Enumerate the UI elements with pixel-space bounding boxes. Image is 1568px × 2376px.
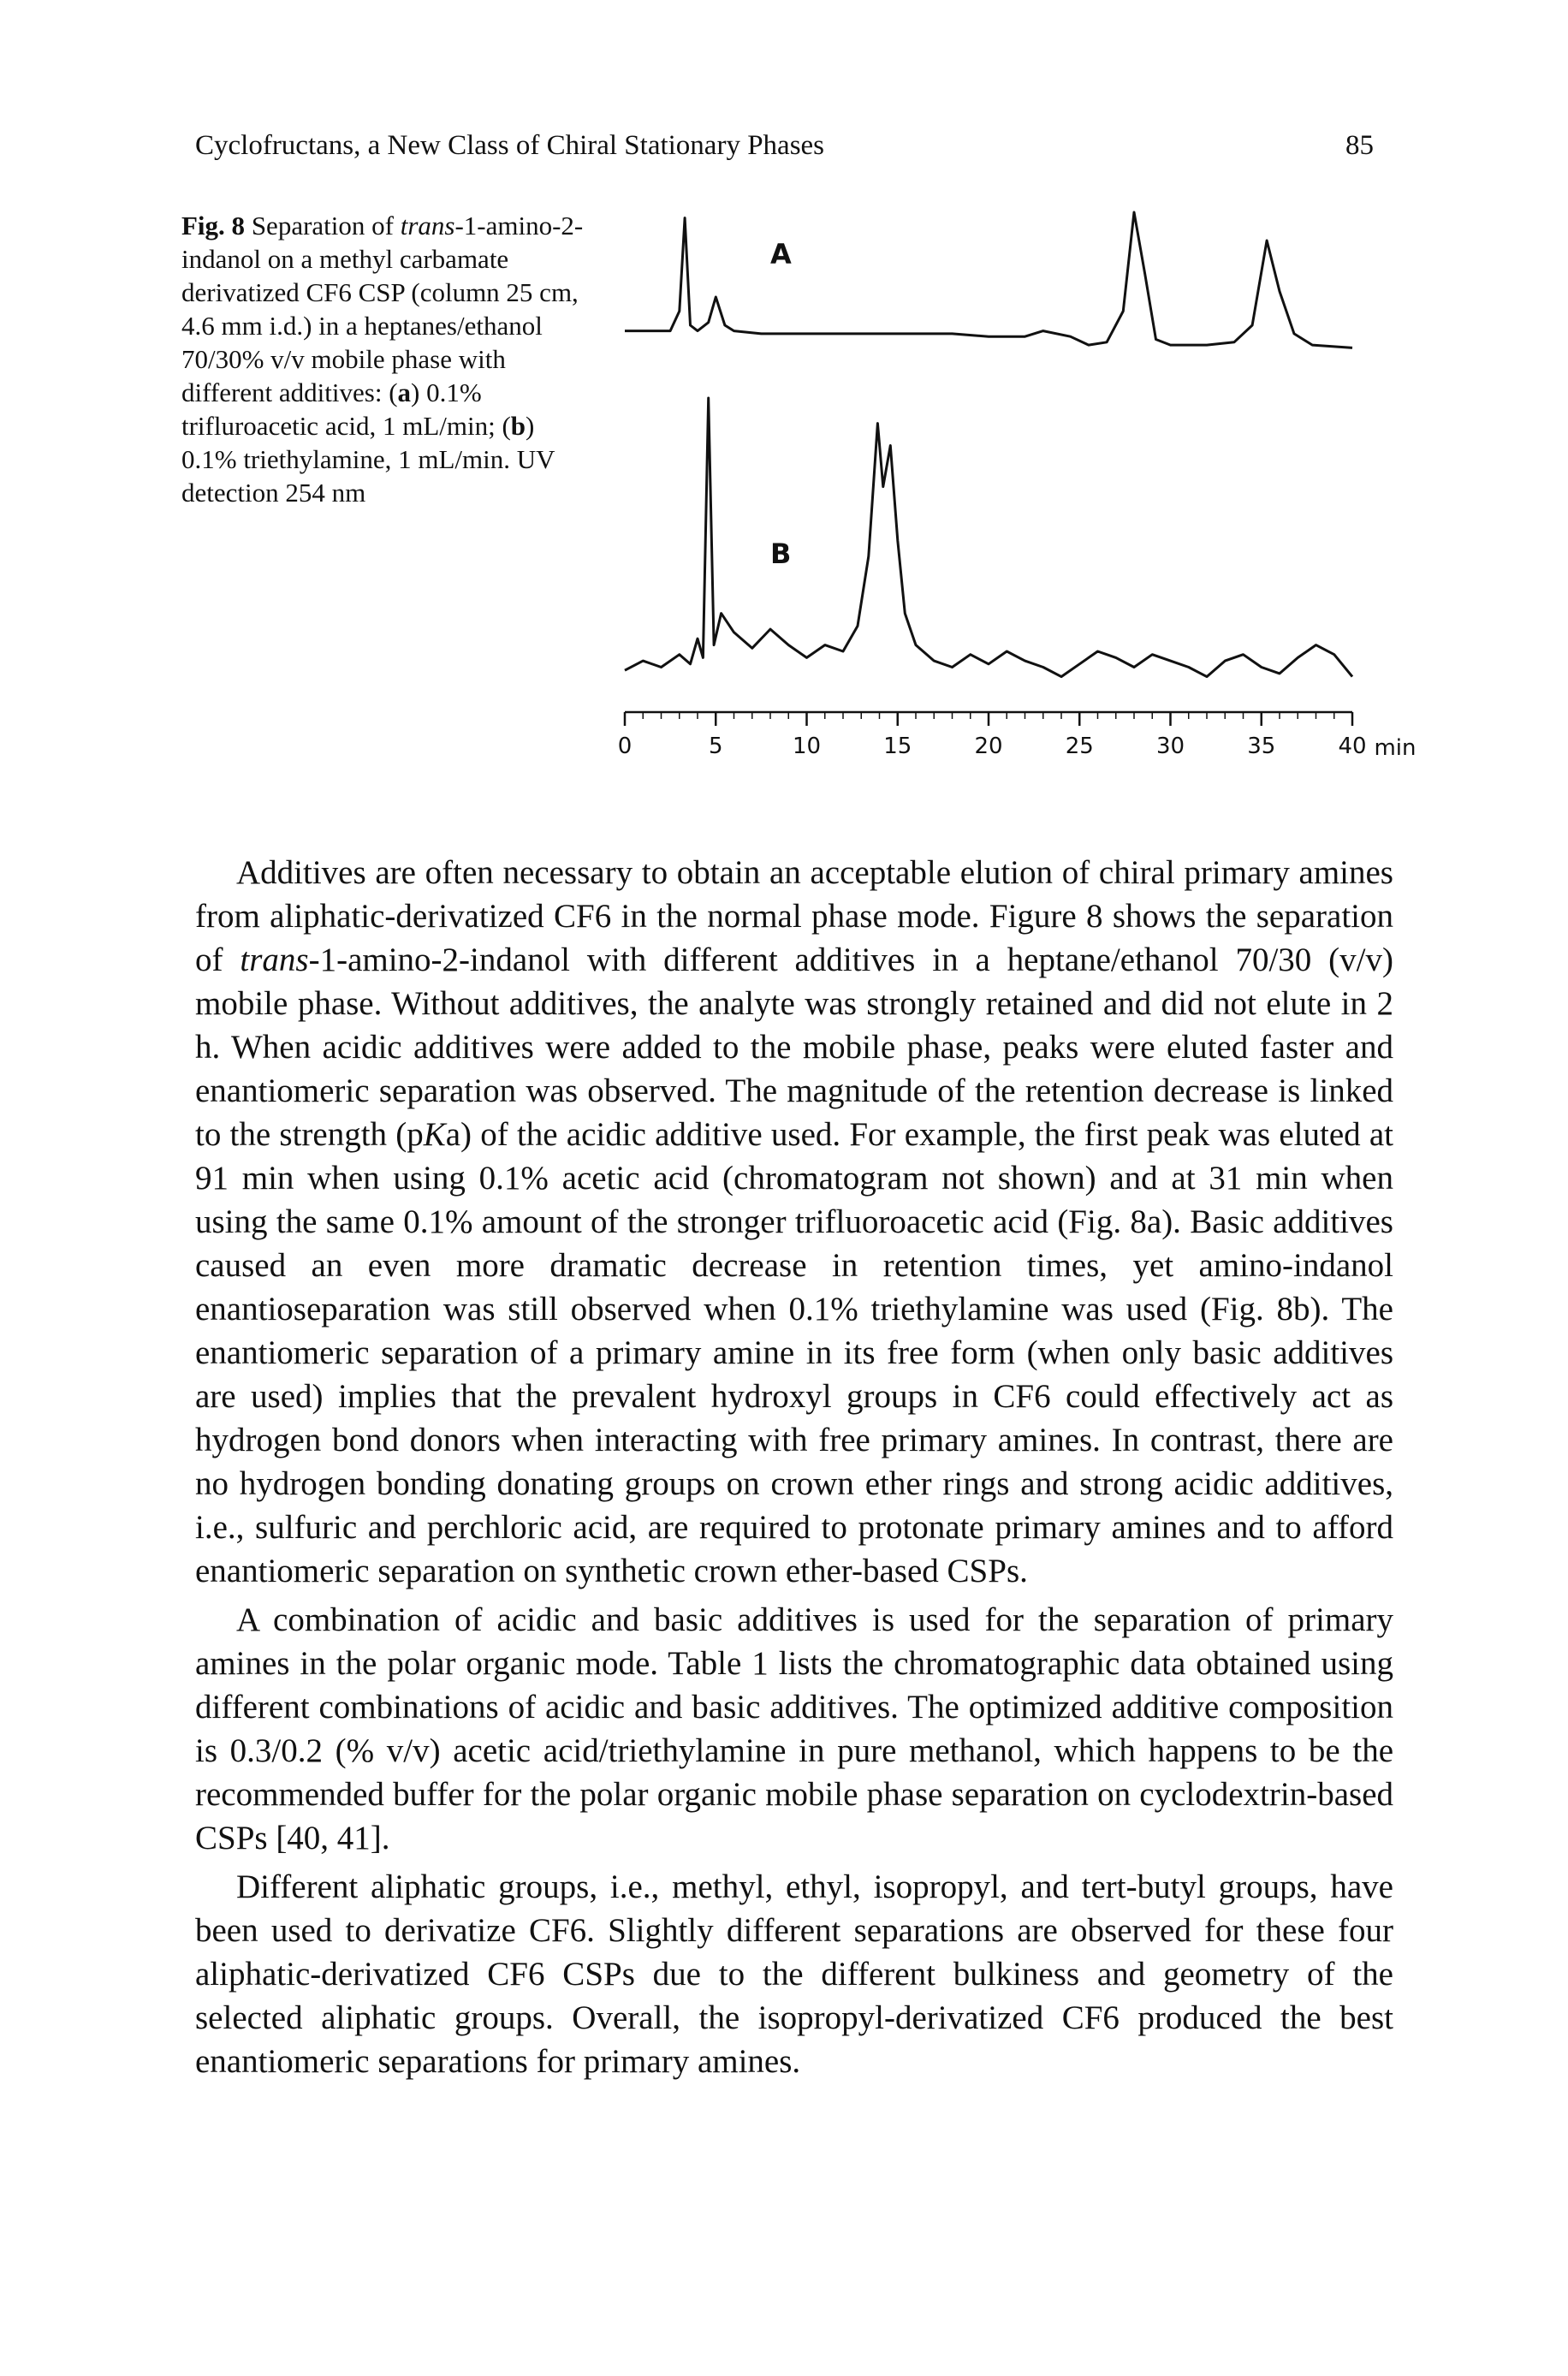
trace-label-a: A bbox=[770, 238, 792, 270]
caption-rest: -1-amino-2-indanol on a methyl carbamate… bbox=[181, 211, 584, 407]
x-axis-label: min bbox=[1374, 735, 1416, 760]
paragraph-1-part-2: -1-amino-2-indanol with different additi… bbox=[195, 941, 1393, 1153]
paragraph-1-italic: trans bbox=[240, 941, 309, 978]
running-header: Cyclofructans, a New Class of Chiral Sta… bbox=[195, 130, 825, 161]
paragraph-2: A combination of acidic and basic additi… bbox=[195, 1601, 1393, 1856]
paragraph-1-part-1: Additives are often necessary to obtain … bbox=[195, 854, 1393, 978]
trace-b bbox=[624, 396, 1354, 679]
x-tick-label: 25 bbox=[1066, 734, 1094, 759]
page-number: 85 bbox=[1345, 130, 1374, 161]
caption-italic: trans bbox=[400, 211, 455, 241]
paragraph-3: Different aliphatic groups, i.e., methyl… bbox=[195, 1868, 1393, 2080]
x-tick-label: 30 bbox=[1156, 734, 1185, 759]
x-tick-label: 0 bbox=[618, 734, 633, 759]
trace-label-b: B bbox=[770, 538, 791, 570]
caption-mid: ) 0.1% trifluroacetic acid, 1 mL/min; ( bbox=[181, 377, 511, 441]
series-layer bbox=[624, 211, 1354, 679]
caption-pre: Separation of bbox=[251, 211, 394, 241]
x-tick-label: 40 bbox=[1338, 734, 1366, 759]
x-tick-label: 35 bbox=[1247, 734, 1275, 759]
x-tick-label: 5 bbox=[709, 734, 723, 759]
trace-a bbox=[625, 211, 1353, 349]
x-tick-label: 15 bbox=[883, 734, 912, 759]
body-text: Additives are often necessary to obtain … bbox=[195, 851, 1393, 2088]
figure-label: Fig. 8 bbox=[181, 211, 246, 241]
paragraph-1-part-3: a) of the acidic additive used. For exam… bbox=[195, 1116, 1393, 1589]
x-tick-label: 10 bbox=[793, 734, 821, 759]
x-axis: 0 5 10 15 20 25 30 35 40 min bbox=[618, 710, 1417, 760]
caption-end: ) 0.1% triethylamine, 1 mL/min. UV detec… bbox=[181, 411, 555, 508]
series-label-layer: AB bbox=[770, 238, 792, 570]
caption-b: b bbox=[510, 411, 526, 441]
x-tick-label: 20 bbox=[974, 734, 1002, 759]
paragraph-1-italic-2: K bbox=[423, 1116, 446, 1153]
caption-a: a bbox=[397, 377, 412, 407]
paragraph-1: Additives are often necessary to obtain … bbox=[195, 851, 1393, 1593]
figure-caption: Fig. 8 Separation of trans-1-amino-2-ind… bbox=[181, 209, 584, 509]
